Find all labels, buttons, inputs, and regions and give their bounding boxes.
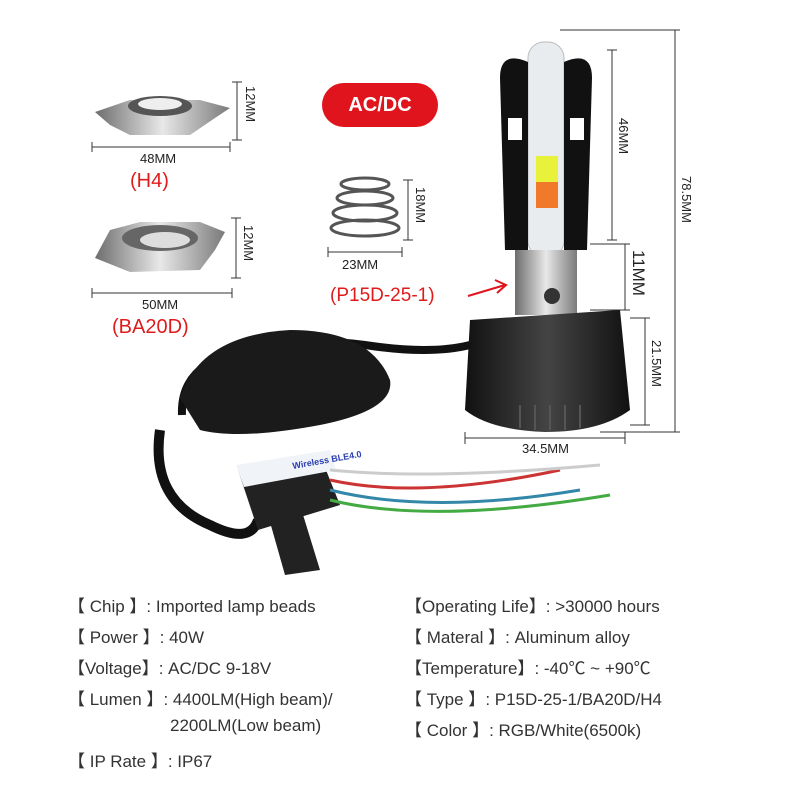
spec-label: 【Operating Life】 (405, 597, 546, 616)
base-type-label: (P15D-25-1) (330, 285, 435, 306)
h4-type-label: (H4) (130, 170, 169, 192)
spec-value: : >30000 hours (545, 597, 660, 616)
spec-row-type: 【 Type 】: P15D-25-1/BA20D/H4 (405, 685, 662, 710)
body-height-label: 21.5MM (649, 340, 664, 387)
spec-row-voltage: 【Voltage】: AC/DC 9-18V (68, 654, 271, 679)
spec-label: 【 Lumen 】 (68, 690, 164, 709)
controller-and-cables-image (153, 330, 611, 575)
spec-value: : Imported lamp beads (146, 597, 316, 616)
spec-label: 【 Color 】 (405, 721, 490, 740)
dimension-lines (91, 29, 680, 444)
spec-value: : RGB/White(6500k) (489, 721, 642, 740)
h4-adapter-image (95, 96, 230, 135)
spec-label: 【 IP Rate 】 (68, 752, 168, 771)
spec-row-temperature: 【Temperature】: -40℃ ~ +90℃ (405, 654, 651, 679)
spec-value: : -40℃ ~ +90℃ (534, 659, 651, 678)
body-width-label: 34.5MM (522, 441, 569, 456)
ba20d-type-label: (BA20D) (112, 316, 189, 338)
spec-value: 2200LM(Low beam) (170, 716, 322, 735)
spring-width-label: 23MM (342, 257, 379, 272)
spec-label: 【 Materal 】 (405, 628, 506, 647)
spec-value: : IP67 (167, 752, 213, 771)
spec-row-lumen-cont: 2200LM(Low beam) (170, 716, 321, 736)
spec-row-power: 【 Power 】: 40W (68, 623, 204, 648)
h4-height-label: 12MM (243, 86, 258, 123)
ba20d-height-label: 12MM (241, 225, 256, 262)
spec-label: 【 Type 】 (405, 690, 486, 709)
h4-width-label: 48MM (140, 151, 177, 166)
spec-row-lumen: 【 Lumen 】: 4400LM(High beam)/ (68, 685, 333, 710)
spec-row-operating-life: 【Operating Life】: >30000 hours (405, 592, 660, 617)
spec-row-ip-rate: 【 IP Rate 】: IP67 (68, 747, 212, 772)
spec-label: 【Temperature】 (405, 659, 535, 678)
spec-label: 【 Power 】 (68, 628, 160, 647)
spring-image (329, 176, 401, 238)
led-bulb-image (465, 41, 630, 432)
spec-value: : 4400LM(High beam)/ (163, 690, 333, 709)
total-height-label: 78.5MM (679, 176, 694, 223)
ba20d-adapter-image (95, 222, 225, 272)
spec-value: : 40W (159, 628, 205, 647)
spec-label: 【Voltage】 (68, 659, 159, 678)
spec-row-material: 【 Materal 】: Aluminum alloy (405, 623, 630, 648)
spring-height-label: 18MM (413, 187, 428, 224)
spec-label: 【 Chip 】 (68, 597, 147, 616)
arrow-icon (467, 279, 508, 297)
ac-dc-badge: AC/DC (322, 83, 438, 127)
neck-height-label: 11MM (629, 250, 648, 296)
spec-row-chip: 【 Chip 】: Imported lamp beads (68, 592, 316, 617)
ba20d-width-label: 50MM (142, 297, 179, 312)
spec-value: : Aluminum alloy (505, 628, 630, 647)
spec-row-color: 【 Color 】: RGB/White(6500k) (405, 716, 641, 741)
spec-value: : AC/DC 9-18V (158, 659, 272, 678)
led-height-label: 46MM (616, 118, 631, 155)
spec-value: : P15D-25-1/BA20D/H4 (485, 690, 663, 709)
